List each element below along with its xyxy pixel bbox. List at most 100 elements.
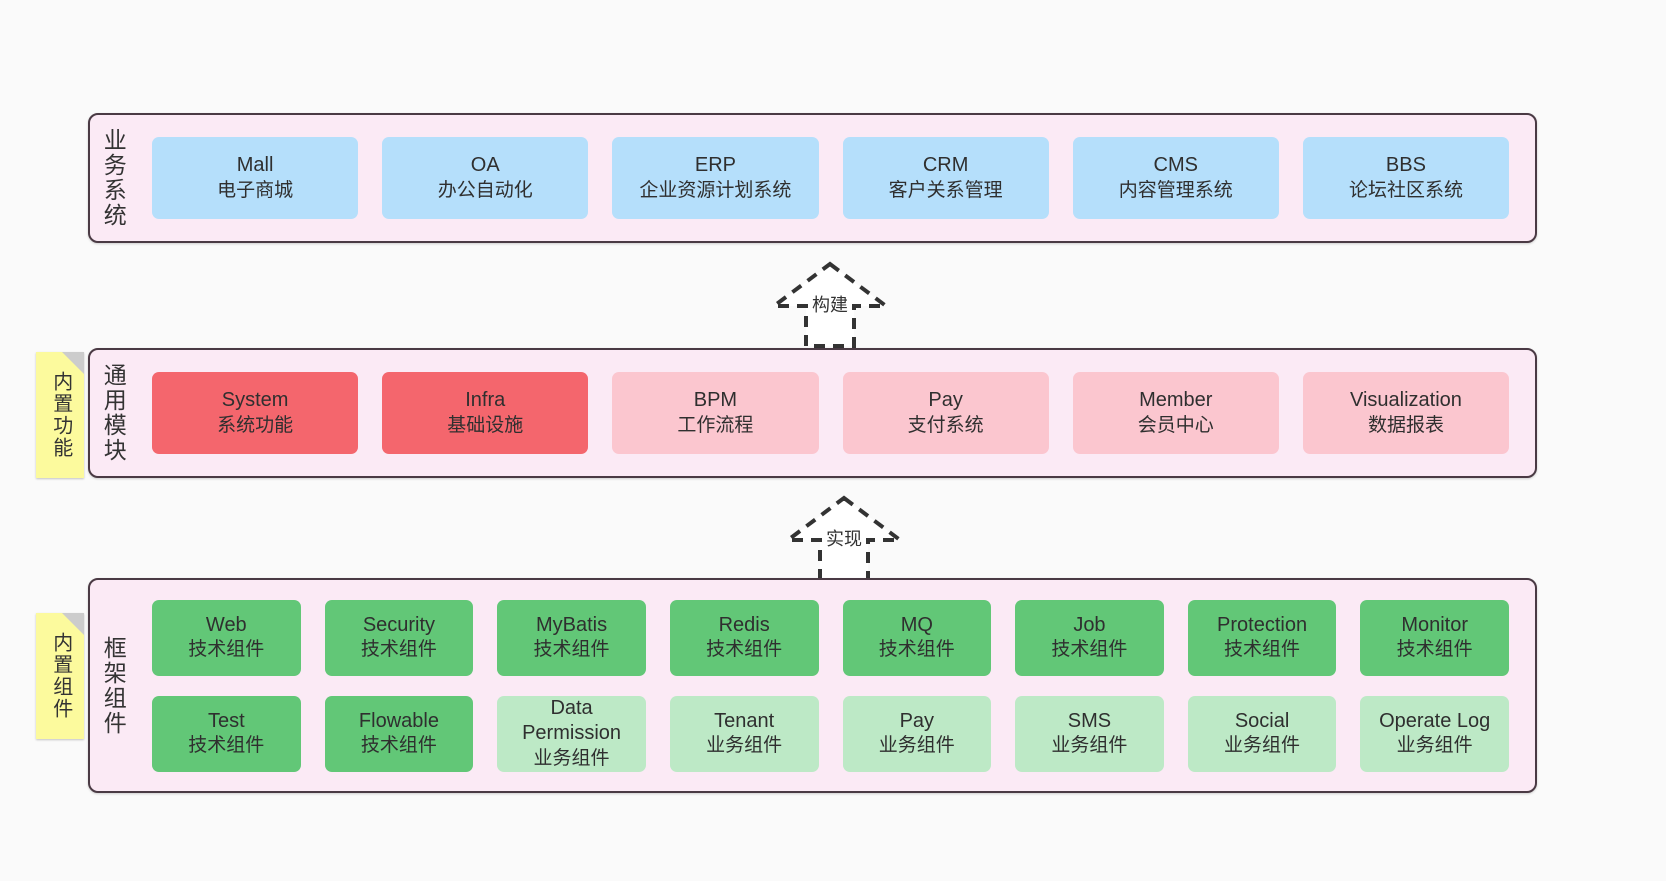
card-title-en: Visualization	[1349, 389, 1462, 412]
card-title-cn: 办公自动化	[437, 179, 533, 201]
note-builtin-components: 内置组件	[36, 613, 84, 739]
card-title-en: Social	[1234, 709, 1290, 732]
card-web[interactable]: Web 技术组件	[152, 599, 301, 676]
card-flowable[interactable]: Flowable 技术组件	[324, 695, 474, 772]
card-title-en: MyBatis	[536, 613, 608, 636]
card-title-cn: 电子商城	[217, 179, 294, 201]
card-title-cn: 论坛社区系统	[1348, 179, 1463, 201]
layer-business-systems[interactable]: 业务系统 Mall 电子商城 OA 办公自动化 ERP 企业资源计划系统 CRM…	[88, 113, 1537, 243]
card-test[interactable]: Test 技术组件	[152, 695, 301, 772]
card-title-en: Flowable	[358, 709, 439, 732]
connector-build-label: 构建	[812, 295, 848, 315]
layer-framework-components[interactable]: 框架组件 Web 技术组件 Security 技术组件 MyBatis 技术组件…	[88, 578, 1537, 793]
card-title-cn: 业务组件	[878, 735, 955, 757]
card-title-en: Pay	[899, 709, 935, 732]
card-title-cn: 技术组件	[1051, 639, 1128, 661]
card-bbs[interactable]: BBS 论坛社区系统	[1302, 137, 1510, 219]
card-title-en: CMS	[1153, 154, 1198, 177]
card-mq[interactable]: MQ 技术组件	[842, 599, 992, 676]
card-visualization[interactable]: Visualization 数据报表	[1302, 372, 1510, 454]
card-title-en: Pay	[928, 389, 963, 412]
connector-implement	[764, 492, 924, 584]
card-title-en: CRM	[922, 154, 969, 177]
card-title-en: Protection	[1217, 613, 1308, 636]
card-title-en: Web	[205, 613, 247, 636]
card-title-en: SMS	[1067, 709, 1112, 732]
card-title-en: ERP	[694, 154, 736, 177]
module-card-list: System 系统功能 Infra 基础设施 BPM 工作流程 Pay 支付系统…	[136, 350, 1535, 476]
layer-title-business-systems: 业务系统	[100, 128, 127, 228]
card-sms[interactable]: SMS 业务组件	[1015, 695, 1164, 772]
card-title-en: Security	[362, 613, 436, 636]
card-social[interactable]: Social 业务组件	[1187, 695, 1337, 772]
card-job[interactable]: Job 技术组件	[1015, 599, 1164, 676]
card-crm[interactable]: CRM 客户关系管理	[842, 137, 1049, 219]
card-title-cn: 技术组件	[706, 639, 783, 661]
note-builtin-features: 内置功能	[36, 352, 84, 478]
card-title-cn: 企业资源计划系统	[639, 179, 792, 201]
card-cms[interactable]: CMS 内容管理系统	[1072, 137, 1279, 219]
card-pay-component[interactable]: Pay 业务组件	[842, 695, 992, 772]
card-oa[interactable]: OA 办公自动化	[382, 137, 589, 219]
card-title-en: System	[221, 389, 289, 412]
card-data-permission[interactable]: Data Permission 业务组件	[497, 695, 646, 772]
business-card-list: Mall 电子商城 OA 办公自动化 ERP 企业资源计划系统 CRM 客户关系…	[136, 115, 1535, 241]
layer-common-modules[interactable]: 通用模块 System 系统功能 Infra 基础设施 BPM 工作流程 Pay…	[88, 348, 1537, 478]
card-title-en: MQ	[900, 613, 933, 636]
card-title-cn: 数据报表	[1367, 414, 1444, 436]
framework-row-technical: Web 技术组件 Security 技术组件 MyBatis 技术组件 Redi…	[140, 599, 1521, 676]
card-title-cn: 技术组件	[188, 735, 265, 757]
card-title-cn: 技术组件	[1224, 639, 1301, 661]
card-monitor[interactable]: Monitor 技术组件	[1360, 599, 1509, 676]
card-protection[interactable]: Protection 技术组件	[1187, 599, 1337, 676]
card-title-cn: 会员中心	[1137, 414, 1214, 436]
card-title-en: Monitor	[1401, 613, 1469, 636]
card-title-cn: 业务组件	[533, 747, 610, 769]
card-title-cn: 技术组件	[188, 639, 265, 661]
card-redis[interactable]: Redis 技术组件	[669, 599, 819, 676]
card-title-cn: 工作流程	[677, 414, 754, 436]
card-title-cn: 技术组件	[878, 639, 955, 661]
card-title-cn: 技术组件	[360, 735, 437, 757]
card-title-cn: 业务组件	[1051, 735, 1128, 757]
card-title-cn: 技术组件	[1396, 639, 1473, 661]
card-title-en: Data Permission	[522, 696, 622, 745]
card-mall[interactable]: Mall 电子商城	[152, 137, 359, 219]
card-title-cn: 基础设施	[447, 414, 524, 436]
layer-title-framework-components: 框架组件	[100, 635, 127, 736]
card-title-en: Mall	[236, 154, 274, 177]
layer-title-common-modules: 通用模块	[100, 363, 127, 463]
card-title-en: OA	[470, 154, 500, 177]
card-title-cn: 技术组件	[533, 639, 610, 661]
connector-implement-arrow-icon	[782, 495, 906, 582]
card-title-en: Infra	[465, 389, 506, 412]
card-member[interactable]: Member 会员中心	[1072, 372, 1279, 454]
card-system[interactable]: System 系统功能	[152, 372, 359, 454]
card-title-cn: 内容管理系统	[1118, 179, 1233, 201]
card-title-cn: 系统功能	[217, 414, 294, 436]
card-title-en: BBS	[1385, 154, 1426, 177]
card-infra[interactable]: Infra 基础设施	[382, 372, 589, 454]
card-title-en: Operate Log	[1379, 709, 1491, 732]
card-title-en: Tenant	[714, 709, 775, 732]
card-title-cn: 业务组件	[1396, 735, 1473, 757]
connector-implement-label: 实现	[826, 529, 862, 549]
card-title-cn: 业务组件	[1224, 735, 1301, 757]
card-operate-log[interactable]: Operate Log 业务组件	[1360, 695, 1509, 772]
card-title-cn: 客户关系管理	[888, 179, 1003, 201]
card-title-cn: 技术组件	[360, 639, 437, 661]
connector-build	[750, 258, 910, 350]
card-pay-module[interactable]: Pay 支付系统	[842, 372, 1049, 454]
card-title-en: Member	[1139, 389, 1213, 412]
card-title-en: Job	[1073, 613, 1106, 636]
card-title-en: Redis	[718, 613, 770, 636]
card-tenant[interactable]: Tenant 业务组件	[669, 695, 819, 772]
card-title-en: Test	[207, 709, 245, 732]
card-security[interactable]: Security 技术组件	[324, 599, 474, 676]
card-mybatis[interactable]: MyBatis 技术组件	[497, 599, 646, 676]
card-title-cn: 支付系统	[907, 414, 984, 436]
card-erp[interactable]: ERP 企业资源计划系统	[612, 137, 819, 219]
card-title-cn: 业务组件	[706, 735, 783, 757]
card-bpm[interactable]: BPM 工作流程	[612, 372, 819, 454]
